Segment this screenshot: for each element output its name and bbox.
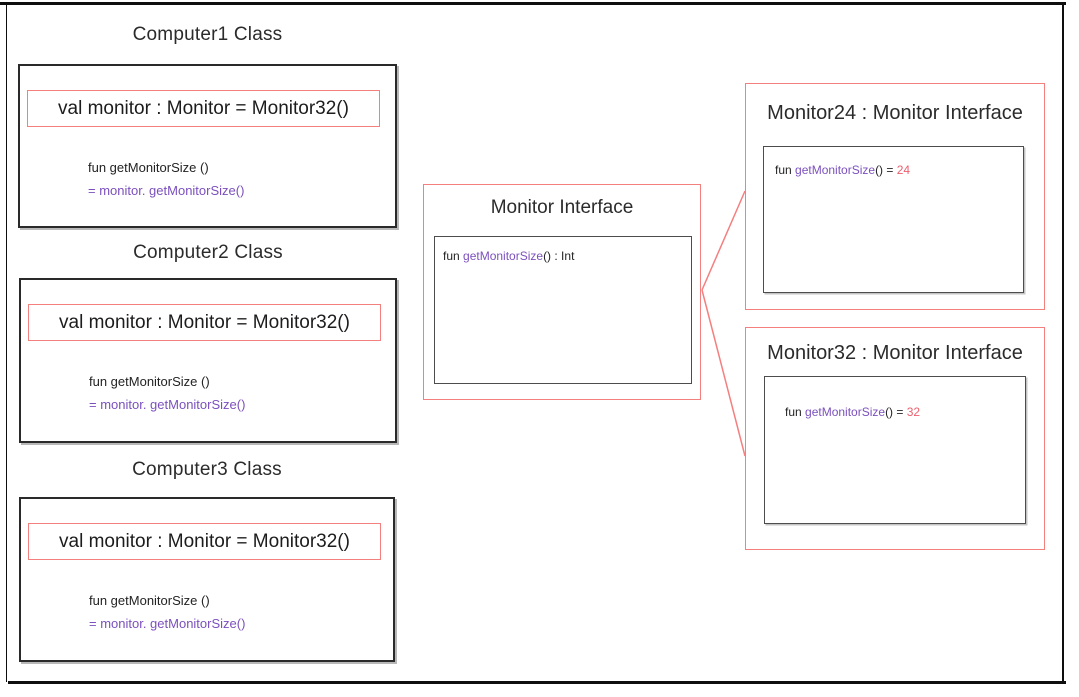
computer2-val-line: val monitor : Monitor = Monitor32() [59,311,350,333]
computer2-class-title: Computer2 Class [133,242,283,263]
monitor24-code-keyword: fun [775,163,796,177]
computer3-fun-line: fun getMonitorSize () [89,593,210,608]
monitor24-code-value: 24 [896,163,911,177]
frame-right-line [1062,3,1064,682]
monitor32-code-value: 32 [906,405,921,419]
computer3-val-line: val monitor : Monitor = Monitor32() [59,530,350,552]
monitor-interface-title: Monitor Interface [490,197,634,218]
computer1-delegate-line: = monitor. getMonitorSize() [88,183,245,198]
monitor32-inner-box: fun getMonitorSize() = 32 [764,376,1026,524]
computer3-delegate-line: = monitor. getMonitorSize() [89,616,246,631]
monitor32-code-keyword: fun [785,405,806,419]
monitor32-box: Monitor32 : Monitor Interface fun getMon… [745,327,1045,550]
monitor24-code-equals: () = [875,163,897,177]
computer3-val-monitor-box: val monitor : Monitor = Monitor32() [28,523,381,560]
monitor32-title: Monitor32 : Monitor Interface [767,342,1023,364]
monitor-interface-box: Monitor Interface fun getMonitorSize() :… [423,184,701,400]
monitor24-title: Monitor24 : Monitor Interface [767,102,1023,124]
computer2-delegate-line: = monitor. getMonitorSize() [89,397,246,412]
computer2-class-box: val monitor : Monitor = Monitor32() fun … [19,278,397,443]
monitor24-inner-box: fun getMonitorSize() = 24 [763,146,1024,293]
computer2-fun-line: fun getMonitorSize () [89,374,210,389]
frame-top-line [0,2,1066,5]
computer1-fun-line: fun getMonitorSize () [88,160,209,175]
monitor24-code-function: getMonitorSize [795,163,876,177]
computer1-val-line: val monitor : Monitor = Monitor32() [58,97,349,119]
monitor24-box: Monitor24 : Monitor Interface fun getMon… [745,83,1045,310]
monitor32-code-function: getMonitorSize [805,405,886,419]
computer1-val-monitor-box: val monitor : Monitor = Monitor32() [27,90,380,127]
computer1-code-block: fun getMonitorSize () = monitor. getMoni… [88,156,244,202]
frame-left-line [6,3,7,682]
computer1-class-box: val monitor : Monitor = Monitor32() fun … [18,64,397,228]
connector-line-monitor32 [701,289,746,457]
computer3-code-block: fun getMonitorSize () = monitor. getMoni… [89,589,245,635]
monitor32-code-equals: () = [885,405,907,419]
iface-code-function: getMonitorSize [463,249,544,263]
computer2-val-monitor-box: val monitor : Monitor = Monitor32() [28,304,381,341]
computer2-code-block: fun getMonitorSize () = monitor. getMoni… [89,370,245,416]
connector-line-monitor24 [701,190,746,291]
iface-code-keyword: fun [443,249,464,263]
computer3-class-box: val monitor : Monitor = Monitor32() fun … [19,497,395,662]
monitor-interface-inner-box: fun getMonitorSize() : Int [434,236,692,384]
frame-bottom-line [8,681,1066,684]
iface-code-signature: () : Int [543,249,575,263]
computer3-class-title: Computer3 Class [132,459,282,480]
computer1-class-title: Computer1 Class [132,24,283,45]
